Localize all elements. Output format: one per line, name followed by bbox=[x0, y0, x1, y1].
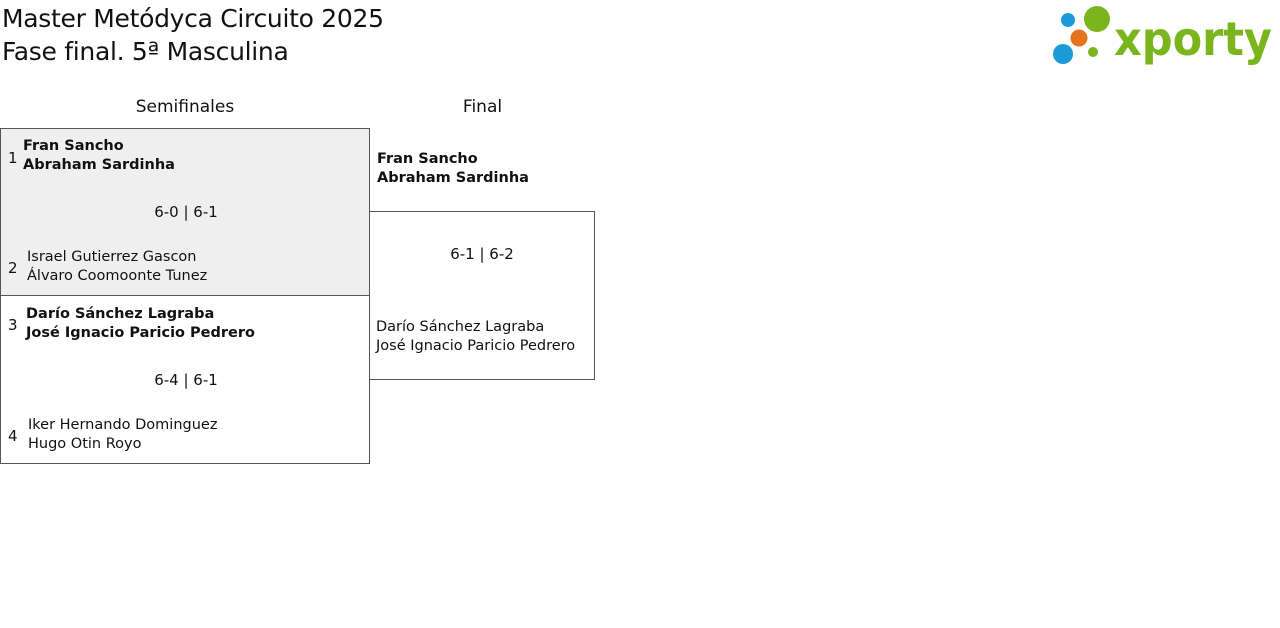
player-name: Israel Gutierrez Gascon bbox=[27, 249, 197, 265]
team-loser: Iker Hernando Dominguez Hugo Otin Royo bbox=[28, 416, 217, 454]
player-name: Abraham Sardinha bbox=[23, 157, 175, 173]
seed-number: 4 bbox=[8, 427, 18, 445]
player-name: Álvaro Coomoonte Tunez bbox=[27, 268, 208, 284]
round-header-semifinals: Semifinales bbox=[135, 97, 235, 117]
player-name: Fran Sancho bbox=[377, 151, 478, 167]
page-title: Master Metódyca Circuito 2025 Fase final… bbox=[2, 2, 384, 68]
logo-text: xporty bbox=[1114, 12, 1272, 66]
seed-number: 2 bbox=[8, 259, 18, 277]
team-winner: Darío Sánchez Lagraba José Ignacio Paric… bbox=[26, 305, 255, 343]
semifinal-match-2: 3 Darío Sánchez Lagraba José Ignacio Par… bbox=[0, 295, 370, 464]
player-name: José Ignacio Paricio Pedrero bbox=[26, 325, 255, 341]
final-match: 6-1 | 6-2 Darío Sánchez Lagraba José Ign… bbox=[369, 211, 595, 380]
xporty-logo: xporty bbox=[1050, 2, 1276, 68]
match-score: 6-1 | 6-2 bbox=[450, 245, 514, 263]
seed-number: 3 bbox=[8, 316, 18, 334]
logo-dot-orange bbox=[1070, 29, 1088, 47]
logo-dot-green-small bbox=[1088, 47, 1098, 57]
final-team-loser: Darío Sánchez Lagraba José Ignacio Paric… bbox=[376, 318, 575, 356]
player-name: José Ignacio Paricio Pedrero bbox=[376, 338, 576, 354]
tournament-title: Master Metódyca Circuito 2025 bbox=[2, 4, 384, 33]
match-score: 6-0 | 6-1 bbox=[154, 203, 218, 221]
team-loser: Israel Gutierrez Gascon Álvaro Coomoonte… bbox=[27, 248, 207, 286]
match-score: 6-4 | 6-1 bbox=[154, 371, 218, 389]
player-name: Darío Sánchez Lagraba bbox=[376, 319, 545, 335]
player-name: Hugo Otin Royo bbox=[28, 436, 142, 452]
phase-title: Fase final. 5ª Masculina bbox=[2, 37, 289, 66]
logo-dot-blue-large bbox=[1053, 44, 1073, 64]
logo-dot-green bbox=[1084, 6, 1110, 32]
final-team-winner: Fran Sancho Abraham Sardinha bbox=[377, 150, 529, 188]
player-name: Abraham Sardinha bbox=[377, 170, 529, 186]
player-name: Fran Sancho bbox=[23, 138, 124, 154]
team-winner: Fran Sancho Abraham Sardinha bbox=[23, 137, 175, 175]
round-header-final: Final bbox=[462, 97, 503, 117]
player-name: Darío Sánchez Lagraba bbox=[26, 306, 215, 322]
logo-dot-blue-small bbox=[1061, 13, 1075, 27]
semifinal-match-1: 1 Fran Sancho Abraham Sardinha 6-0 | 6-1… bbox=[0, 128, 370, 296]
player-name: Iker Hernando Dominguez bbox=[28, 417, 218, 433]
seed-number: 1 bbox=[8, 149, 18, 167]
xporty-logo-graphic: xporty bbox=[1053, 6, 1272, 66]
